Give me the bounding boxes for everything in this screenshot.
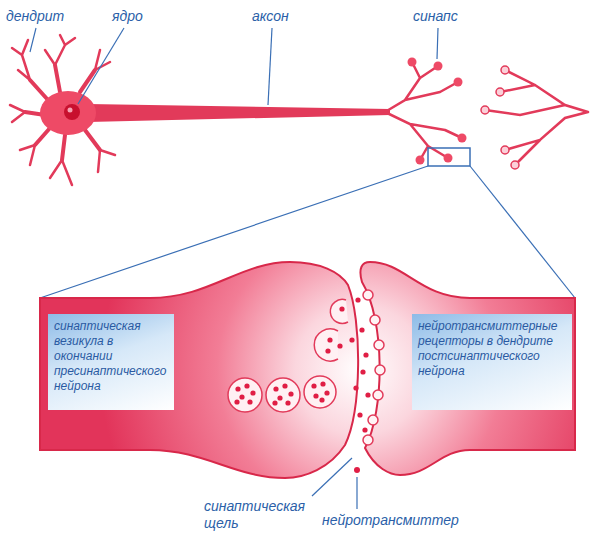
dot bbox=[337, 343, 342, 348]
receptor bbox=[363, 290, 373, 300]
vesicles bbox=[228, 299, 348, 412]
leader-line bbox=[78, 28, 124, 104]
terminal-bulb bbox=[444, 154, 453, 163]
callout-text: синаптическая везикула в окончании преси… bbox=[54, 319, 168, 394]
nucleolus bbox=[68, 108, 73, 113]
terminal-bulb bbox=[416, 156, 425, 165]
callout-box: синаптическая везикула в окончании преси… bbox=[48, 314, 174, 410]
receptor bbox=[363, 435, 373, 445]
axon bbox=[88, 104, 390, 122]
dot bbox=[272, 400, 277, 405]
dendrite-end bbox=[501, 146, 509, 154]
part-label: нейротрансмиттер bbox=[322, 512, 459, 529]
dot bbox=[360, 369, 365, 374]
dendrite-end bbox=[511, 161, 519, 169]
terminal-bulb bbox=[454, 78, 463, 87]
vesicle bbox=[228, 378, 262, 412]
dot bbox=[362, 427, 367, 432]
soma bbox=[40, 91, 96, 135]
dot bbox=[273, 386, 278, 391]
part-label: синапс bbox=[413, 8, 458, 25]
dot bbox=[327, 337, 332, 342]
dot bbox=[355, 297, 360, 302]
vesicle bbox=[304, 376, 336, 408]
part-label: аксон bbox=[252, 8, 289, 25]
dot bbox=[319, 397, 324, 402]
dot bbox=[282, 383, 287, 388]
zoom-box bbox=[428, 148, 470, 166]
part-label: дендрит bbox=[6, 8, 64, 25]
dot bbox=[349, 337, 354, 342]
dot bbox=[250, 390, 255, 395]
dot bbox=[247, 399, 252, 404]
callout-box: нейротрансмиттерные рецепторы в дендрите… bbox=[412, 314, 572, 410]
dot bbox=[320, 381, 325, 386]
dot bbox=[339, 306, 344, 311]
dot bbox=[324, 390, 329, 395]
part-label: синаптическая щель bbox=[204, 498, 316, 532]
nucleus bbox=[64, 104, 80, 120]
dot bbox=[354, 467, 360, 473]
leader-line bbox=[437, 28, 438, 59]
axon-terminal bbox=[385, 62, 462, 160]
receptor bbox=[374, 340, 384, 350]
dot bbox=[239, 394, 244, 399]
receptor bbox=[373, 390, 383, 400]
fusing-vesicle bbox=[314, 329, 338, 361]
dot bbox=[288, 391, 293, 396]
receptor bbox=[368, 415, 378, 425]
dendrite-branch bbox=[25, 65, 100, 160]
dendrite-ends bbox=[481, 66, 519, 169]
dot bbox=[234, 399, 239, 404]
postsynaptic-dendrite-closeup bbox=[360, 262, 575, 475]
dot bbox=[365, 392, 370, 397]
terminal-bulb bbox=[458, 134, 467, 143]
receptors bbox=[363, 290, 385, 445]
dot bbox=[277, 395, 282, 400]
part-label: ядро bbox=[112, 8, 143, 25]
zoom-line bbox=[470, 166, 575, 298]
postsynaptic-dendrite bbox=[485, 70, 588, 165]
callout-text: нейротрансмиттерные рецепторы в дендрите… bbox=[418, 319, 566, 379]
dendrite-end bbox=[501, 66, 509, 74]
dot bbox=[244, 383, 249, 388]
neurotransmitter-dots bbox=[234, 297, 370, 473]
vesicle bbox=[266, 378, 300, 412]
leader-line bbox=[30, 28, 36, 52]
dot bbox=[353, 385, 358, 390]
dot bbox=[313, 393, 318, 398]
terminal-bulb bbox=[434, 62, 443, 71]
receptor bbox=[375, 365, 385, 375]
dot bbox=[359, 327, 364, 332]
dot bbox=[285, 400, 290, 405]
dendrite-end bbox=[496, 88, 504, 96]
dot bbox=[311, 383, 316, 388]
dot bbox=[357, 412, 362, 417]
fusing-vesicle bbox=[330, 299, 348, 323]
dot bbox=[325, 348, 330, 353]
dot bbox=[235, 386, 240, 391]
terminal-bulb bbox=[408, 58, 417, 67]
dendrite-end bbox=[481, 106, 489, 114]
leader-line bbox=[356, 477, 357, 509]
dot bbox=[363, 352, 368, 357]
leader-line bbox=[268, 28, 272, 105]
receptor bbox=[370, 315, 380, 325]
presynaptic-terminal bbox=[40, 262, 358, 478]
